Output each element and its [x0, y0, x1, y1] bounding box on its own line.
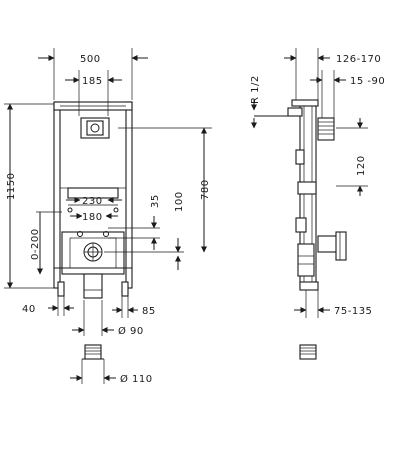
flush-button-frame: [86, 120, 104, 136]
bowl-connection: [317, 235, 339, 253]
dim-180-label: 180: [82, 212, 103, 223]
frame-right-post: [125, 101, 133, 289]
dim-85-label: 85: [142, 306, 156, 317]
side-pipe-coupling: [299, 344, 317, 360]
flush-button: [90, 123, 100, 133]
bowl-flange: [335, 231, 347, 261]
foot-left: [57, 281, 65, 297]
dim-width-label: 500: [80, 54, 101, 65]
dim-100-label: 100: [174, 191, 185, 212]
water-inlet: [287, 107, 303, 117]
dim-35-label: 35: [150, 194, 161, 208]
dim-height-label: 1150: [6, 173, 17, 200]
pipe-detail: Ø 110: [70, 344, 153, 385]
dim-75-135-label: 75-135: [334, 306, 372, 317]
dim-15-90-label: 15 -90: [350, 76, 385, 87]
side-valve: [295, 149, 305, 165]
side-bracket: [297, 181, 317, 195]
dim-120-label: 120: [356, 155, 367, 176]
dim-230-label: 230: [82, 196, 103, 207]
side-connector: [295, 217, 307, 233]
dim-780-label: 780: [200, 179, 211, 200]
pipe-coupling: [84, 344, 102, 360]
side-pipe-detail: [299, 344, 317, 360]
bolt-right: [103, 231, 109, 237]
side-foot: [299, 281, 319, 291]
dim-range-label: 0-200: [30, 228, 41, 260]
fixing-block: [317, 117, 335, 141]
dim-40-label: 40: [22, 304, 36, 315]
bolt-left: [77, 231, 83, 237]
dim-d90-label: Ø 90: [118, 325, 144, 337]
frame-left-post: [53, 101, 61, 289]
foot-right: [121, 281, 129, 297]
down-pipe: [83, 273, 103, 299]
front-view: 500 185 1150 0-200 230 180 35: [4, 48, 212, 337]
side-view: R 1/2 126-170 15 -90 120 75-135: [250, 48, 385, 318]
dim-thread-label: R 1/2: [250, 75, 261, 104]
cistern-lower-plate: [67, 187, 119, 199]
side-waste-pipe: [297, 243, 315, 277]
side-top-cap: [291, 99, 319, 107]
dim-185-label: 185: [82, 76, 103, 87]
dim-126-170-label: 126-170: [336, 54, 381, 65]
dim-d110-label: Ø 110: [120, 373, 153, 385]
